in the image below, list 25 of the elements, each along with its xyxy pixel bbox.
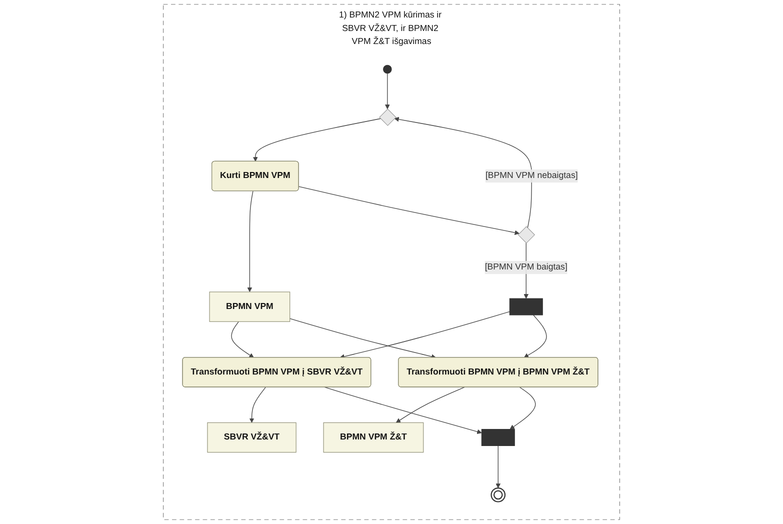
node-diamond xyxy=(379,108,396,126)
node-bar xyxy=(481,428,515,446)
node-box: BPMN VPM Ž&T xyxy=(323,422,424,453)
node-bar xyxy=(509,298,543,316)
node-box: SBVR VŽ&VT xyxy=(207,422,296,453)
arrow xyxy=(394,116,532,228)
arrow xyxy=(385,73,390,110)
arrow xyxy=(510,386,536,430)
arrow xyxy=(231,321,254,358)
arrow xyxy=(340,311,510,359)
arrow xyxy=(290,318,436,359)
node-box: BPMN VPM xyxy=(209,292,290,322)
arrow xyxy=(252,118,381,162)
arrow xyxy=(324,386,482,434)
node-diamond xyxy=(518,226,536,244)
node-circle xyxy=(383,64,392,74)
edge-label: [BPMN VPM nebaigtas] xyxy=(485,171,578,180)
arrow xyxy=(524,314,547,358)
node-circle xyxy=(490,487,506,502)
arrow xyxy=(249,386,266,423)
edge-label: [BPMN VPM baigtas] xyxy=(484,262,568,272)
arrow xyxy=(247,190,254,292)
arrow xyxy=(298,186,520,235)
arrow xyxy=(396,386,465,423)
arrow xyxy=(496,445,501,488)
